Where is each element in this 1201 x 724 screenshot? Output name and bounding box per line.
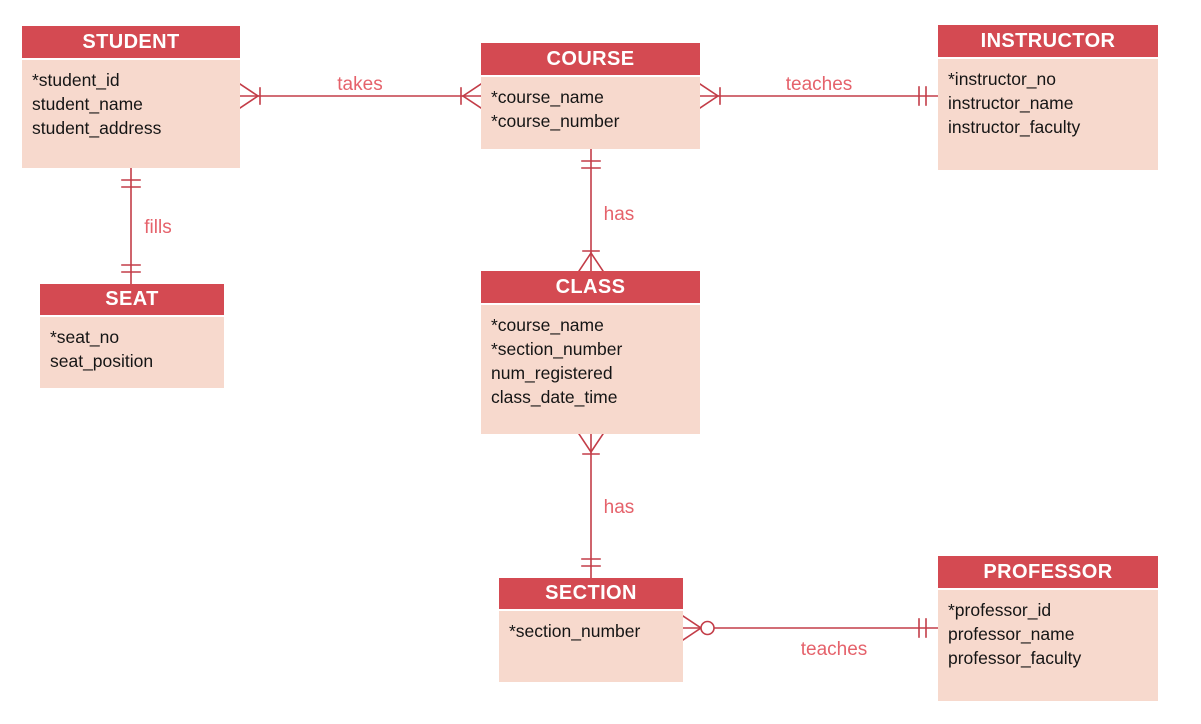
attribute: instructor_name	[948, 93, 1074, 113]
entity-attributes-instructor: *instructor_no instructor_name instructor_…	[938, 59, 1158, 170]
relationship-class-has-section[interactable]: has	[577, 432, 635, 579]
entity-section[interactable]: SECTION *section_number	[499, 578, 683, 682]
attribute: *seat_no	[50, 327, 120, 347]
entity-attributes-section: *section_number	[499, 611, 683, 682]
attribute: professor_name	[948, 624, 1075, 644]
relationship-label-section-teaches-professor: teaches	[801, 639, 868, 660]
entity-student[interactable]: STUDENT *student_id student_name student_ad…	[22, 26, 240, 168]
entity-title-class: CLASS	[481, 271, 700, 305]
relationship-label-course-teaches-instructor: teaches	[786, 74, 853, 95]
relationship-label-student-fills-seat: fills	[144, 217, 171, 238]
entity-attributes-professor: *professor_id professor_name professor_fac…	[938, 590, 1158, 701]
attribute: num_registered	[491, 363, 613, 383]
relationship-course-teaches-instructor[interactable]: teaches	[698, 74, 939, 110]
attribute: *course_number	[491, 111, 620, 131]
entity-attributes-seat: *seat_no seat_position	[40, 317, 224, 388]
entity-attributes-student: *student_id student_name student_address	[22, 60, 240, 168]
entity-course[interactable]: COURSE *course_name *course_number	[481, 43, 700, 149]
relationship-course-has-class[interactable]: has	[577, 148, 635, 273]
attribute: *course_name	[491, 315, 604, 335]
entity-title-seat: SEAT	[40, 284, 224, 317]
attribute: student_name	[32, 94, 143, 114]
entity-attributes-class: *course_name *section_number num_registere…	[481, 305, 700, 434]
relationship-label-class-has-section: has	[604, 497, 635, 518]
entity-attributes-course: *course_name *course_number	[481, 77, 700, 149]
relationship-student-fills-seat[interactable]: fills	[121, 167, 172, 285]
attribute: seat_position	[50, 351, 154, 371]
entity-title-instructor: INSTRUCTOR	[938, 25, 1158, 59]
attribute: *section_number	[509, 621, 641, 641]
attribute: professor_faculty	[948, 648, 1082, 668]
entity-title-professor: PROFESSOR	[938, 556, 1158, 590]
attribute: *instructor_no	[948, 69, 1056, 89]
attribute: class_date_time	[491, 387, 618, 407]
attribute: instructor_faculty	[948, 117, 1081, 137]
entity-title-section: SECTION	[499, 578, 683, 611]
entity-seat[interactable]: SEAT *seat_no seat_position	[40, 284, 224, 388]
relationship-label-course-has-class: has	[604, 204, 635, 225]
entity-class[interactable]: CLASS *course_name *section_number num_regi…	[481, 271, 700, 434]
relationship-label-student-takes-course: takes	[337, 74, 382, 95]
attribute: *student_id	[32, 70, 120, 90]
relationship-student-takes-course[interactable]: takes	[238, 74, 483, 110]
attribute: student_address	[32, 118, 162, 138]
entity-title-student: STUDENT	[22, 26, 240, 60]
attribute: *course_name	[491, 87, 604, 107]
attribute: *professor_id	[948, 600, 1052, 620]
relationship-section-teaches-professor[interactable]: teaches	[681, 614, 939, 660]
attribute: *section_number	[491, 339, 623, 359]
entity-title-course: COURSE	[481, 43, 700, 77]
